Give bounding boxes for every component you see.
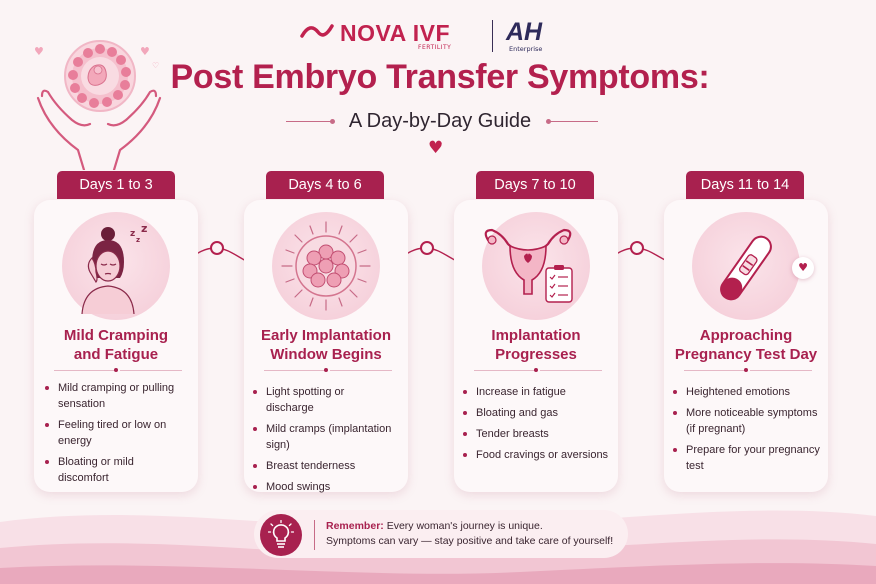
- card-title-divider: [54, 370, 116, 371]
- hands-embryo-illustration: [36, 40, 162, 170]
- sleepy-woman-icon: z z z: [81, 222, 147, 314]
- subtitle-rule-left: [286, 121, 332, 122]
- tab-days-7-10: Days 7 to 10: [476, 171, 594, 199]
- list-item: Heightened emotions: [672, 384, 820, 400]
- remember-line-2: Symptoms can vary — stay positive and ta…: [326, 535, 614, 547]
- card-title-divider: [330, 370, 392, 371]
- list-item: Food cravings or aversions: [462, 447, 612, 463]
- card-title-line: Pregnancy Test Day: [674, 346, 818, 363]
- symptom-list: Increase in fatigue Bloating and gas Ten…: [462, 384, 612, 468]
- ah-logo: AH: [506, 18, 543, 46]
- card-title-line: Implantation: [491, 327, 581, 344]
- list-item: Bloating and gas: [462, 405, 612, 421]
- subtitle-rule-dot: [330, 119, 335, 124]
- embryo-icon: [281, 221, 371, 311]
- svg-text:z: z: [130, 229, 135, 239]
- card-title-divider-dot: [114, 368, 118, 372]
- card-title-divider: [540, 370, 602, 371]
- timeline-node: [630, 241, 644, 255]
- list-item: Increase in fatigue: [462, 384, 612, 400]
- list-item: Light spotting or discharge: [252, 384, 392, 416]
- remember-divider: [314, 520, 315, 550]
- card-title-line: Early Implantation: [260, 327, 392, 344]
- card-title-divider-dot: [744, 368, 748, 372]
- svg-text:z: z: [136, 236, 140, 244]
- ah-enterprise-label: Enterprise: [509, 45, 543, 53]
- list-item: Mood swings: [252, 479, 392, 495]
- card-title-divider-dot: [534, 368, 538, 372]
- svg-text:z: z: [141, 222, 147, 235]
- list-item: Prepare for your pregnancy test: [672, 442, 820, 474]
- remember-callout: [254, 510, 628, 558]
- heart-badge-icon: ♥: [792, 257, 814, 279]
- symptom-list: Mild cramping or pulling sensation Feeli…: [44, 380, 184, 491]
- card-title: Approaching Pregnancy Test Day: [656, 326, 836, 364]
- list-item: Mild cramping or pulling sensation: [44, 380, 184, 412]
- card-title-line: Window Begins: [270, 346, 382, 363]
- nova-logo-icon: [300, 24, 334, 38]
- card-title-divider: [264, 370, 326, 371]
- card-title-divider: [474, 370, 536, 371]
- list-item: Bloating or mild discomfort: [44, 454, 184, 486]
- tab-days-1-3: Days 1 to 3: [57, 171, 175, 199]
- heart-icon: ♥: [428, 138, 444, 158]
- list-item: More noticeable symptoms (if pregnant): [672, 405, 820, 437]
- remember-text: Remember: Every woman's journey is uniqu…: [326, 519, 626, 549]
- brand-logos: NOVA IVF FERTILITY AH Enterprise: [300, 14, 580, 58]
- decor-heart-icon: ♡: [152, 61, 160, 70]
- symptom-list: Light spotting or discharge Mild cramps …: [252, 384, 392, 500]
- card-title-divider-dot: [324, 368, 328, 372]
- nova-fertility-label: FERTILITY: [418, 44, 452, 51]
- remember-line-1: Remember: Every woman's journey is uniqu…: [326, 519, 626, 534]
- card-title-divider: [750, 370, 812, 371]
- card-title: Implantation Progresses: [446, 326, 626, 364]
- tab-days-11-14: Days 11 to 14: [686, 171, 804, 199]
- page-subtitle: A Day-by-Day Guide: [348, 110, 532, 132]
- tab-days-4-6: Days 4 to 6: [266, 171, 384, 199]
- decor-heart-icon: ♥: [34, 45, 44, 58]
- list-item: Feeling tired or low on energy: [44, 417, 184, 449]
- logo-divider: [492, 20, 493, 52]
- pregnancy-test-icon: [720, 235, 772, 301]
- decor-heart-icon: ♥: [140, 45, 150, 58]
- timeline-node: [420, 241, 434, 255]
- card-title-line: Approaching: [699, 327, 793, 344]
- card-title: Mild Cramping and Fatigue: [26, 326, 206, 364]
- card-title-line: and Fatigue: [73, 346, 159, 363]
- remember-label: Remember:: [326, 520, 384, 532]
- uterus-clipboard-icon: [484, 228, 573, 303]
- list-item: Tender breasts: [462, 426, 612, 442]
- timeline-node: [210, 241, 224, 255]
- remember-line-1-text: Every woman's journey is unique.: [386, 520, 543, 532]
- subtitle-rule-right: [548, 121, 598, 122]
- page-title: Post Embryo Transfer Symptoms:: [170, 58, 710, 96]
- card-title-divider: [684, 370, 746, 371]
- card-title-divider: [120, 370, 182, 371]
- lightbulb-icon: [268, 520, 294, 548]
- card-title: Early Implantation Window Begins: [236, 326, 416, 364]
- list-item: Mild cramps (implantation sign): [252, 421, 392, 453]
- list-item: Breast tenderness: [252, 458, 392, 474]
- card-title-line: Progresses: [495, 346, 577, 363]
- nova-ivf-logo: NOVA IVF: [340, 20, 451, 46]
- symptom-list: Heightened emotions More noticeable symp…: [672, 384, 820, 479]
- card-title-line: Mild Cramping: [63, 327, 169, 344]
